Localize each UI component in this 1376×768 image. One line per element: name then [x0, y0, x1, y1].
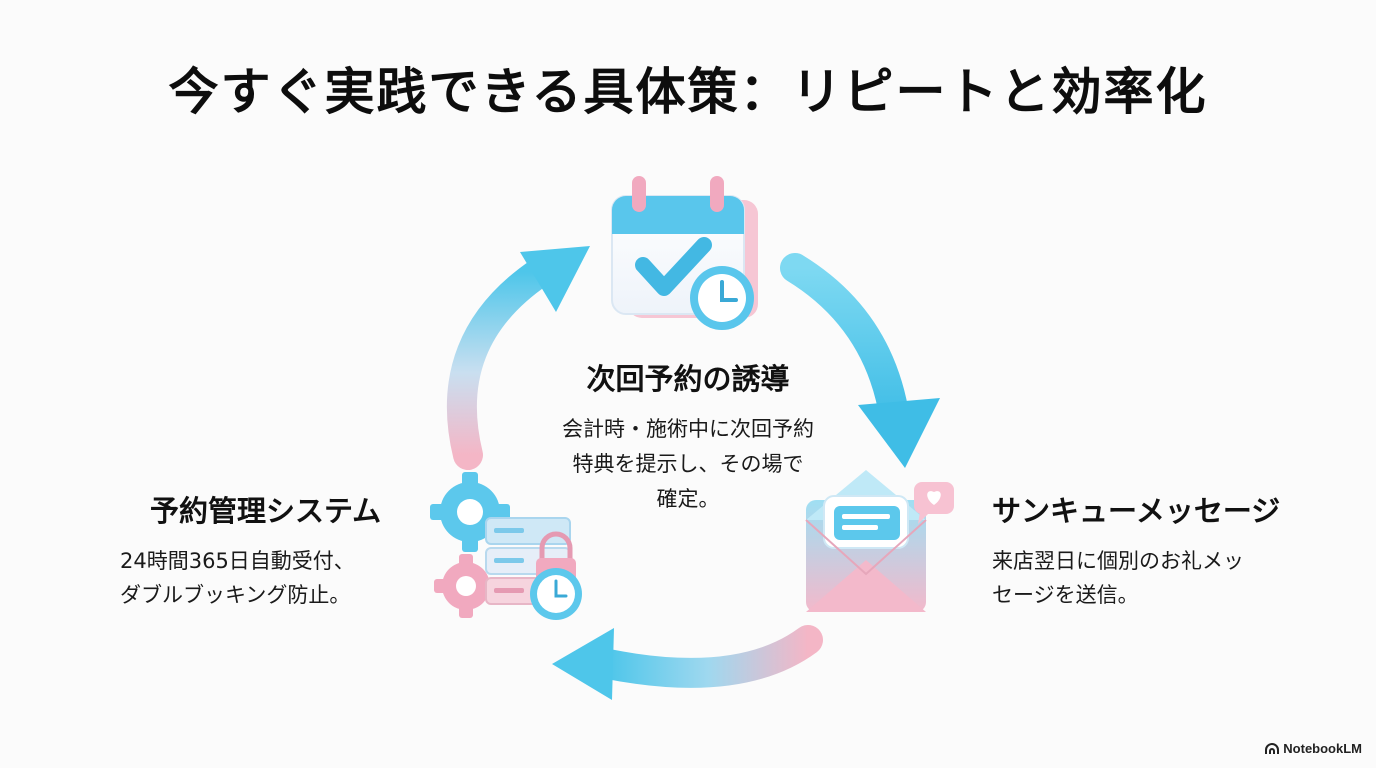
brand-label: NotebookLM	[1283, 741, 1362, 756]
step-next-booking-body: 会計時・施術中に次回予約 特典を提示し、その場で 確定。	[562, 417, 814, 511]
notebooklm-logo-icon	[1265, 742, 1280, 754]
brand-badge: NotebookLM	[1265, 741, 1362, 756]
page-title: 今すぐ実践できる具体策：リピートと効率化	[168, 63, 1208, 121]
clock-icon	[690, 266, 754, 330]
step-thank-you-body: 来店翌日に個別のお礼メッ セージを送信。	[992, 549, 1244, 607]
heart-bubble-icon	[914, 482, 954, 524]
step-reservation-system-body: 24時間365日自動受付、 ダブルブッキング防止。	[120, 549, 355, 607]
clock-icon-small	[530, 568, 582, 620]
step-next-booking: 次回予約の誘導 会計時・施術中に次回予約 特典を提示し、その場で 確定。	[528, 356, 848, 517]
cycle-arrow-right	[780, 253, 940, 468]
step-reservation-system: 予約管理システム 24時間365日自動受付、 ダブルブッキング防止。	[120, 488, 410, 612]
cycle-arrow-left	[447, 246, 590, 470]
step-reservation-system-heading: 予約管理システム	[150, 494, 382, 528]
step-thank-you-heading: サンキューメッセージ	[992, 494, 1281, 528]
step-next-booking-heading: 次回予約の誘導	[586, 362, 790, 396]
step-thank-you: サンキューメッセージ 来店翌日に個別のお礼メッ セージを送信。	[992, 488, 1312, 612]
cycle-arrow-bottom	[552, 625, 823, 700]
envelope-message-icon	[805, 470, 927, 612]
